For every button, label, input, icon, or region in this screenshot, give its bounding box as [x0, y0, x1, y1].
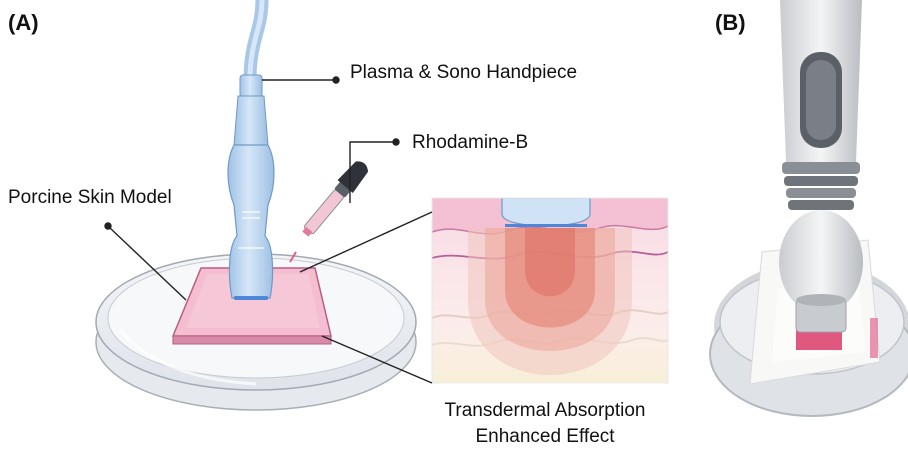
handpiece [228, 0, 274, 300]
effect-label-line1: Transdermal Absorption [444, 400, 645, 421]
device-photo [710, 0, 908, 440]
rhodamine-label: Rhodamine-B [412, 132, 528, 153]
skin-cross-section-inset [432, 198, 668, 383]
panel-a-label: (A) [8, 10, 39, 35]
handpiece-label: Plasma & Sono Handpiece [350, 62, 577, 83]
effect-label-line2: Enhanced Effect [475, 426, 615, 447]
panel-b-label: (B) [715, 10, 746, 35]
dropper [290, 157, 372, 262]
skin-model-label: Porcine Skin Model [8, 187, 172, 208]
